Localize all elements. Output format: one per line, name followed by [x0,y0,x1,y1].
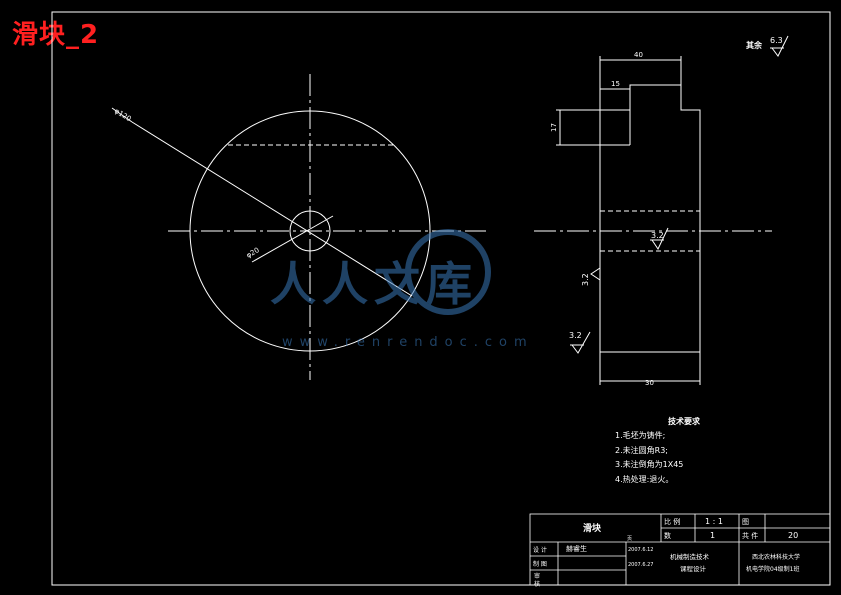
page-title: 滑块_2 [12,20,100,50]
dim-17-label: 17 [550,123,558,132]
roughness-left-symbol [590,267,601,281]
tb-qty-label: 数 [664,531,671,540]
roughness-general-symbol [770,35,789,57]
tb-qty-value: 1 [710,531,715,540]
tech-req-item: 2.未注圆角R3; [615,445,668,455]
dia-large-leader [131,121,413,297]
dia-large-label: φ120 [113,107,132,123]
tb-part-name: 滑块 [583,522,602,534]
roughness-symbols [570,35,789,354]
roughness-left-value: 3.2 [581,273,590,286]
tb-designer: 赫睿生 [566,544,587,553]
watermark-url: www.renrendoc.com [282,335,534,350]
tb-design-label: 设 计 [533,546,547,554]
tb-design-date: 2007.6.12 [628,547,653,553]
tb-sheet-label: 共 件 [742,531,758,540]
dim-30-label: 30 [645,379,654,387]
dim-15-label: 15 [611,80,620,88]
drawing-border [51,11,831,586]
tb-course2: 课程设计 [680,564,707,573]
watermark: 人人文库 www.renrendoc.com [270,229,534,350]
roughness-general-value: 6.3 [770,36,783,45]
front-view [111,74,486,380]
tb-scale-value: 1 : 1 [705,517,723,526]
tb-drawing-no-label: 图 [742,518,749,526]
tb-school: 西北农林科技大学 [752,553,800,561]
dia-large-ext [111,107,133,123]
watermark-brand: 人人文库 [270,257,478,311]
tech-req-heading: 技术要求 [668,416,701,426]
dia-small-leader [251,215,334,263]
roughness-mid-symbol [650,227,669,251]
dim-40-label: 40 [634,51,643,59]
side-outline [559,84,701,353]
tb-class: 机电学院04级制1班 [746,565,799,573]
tech-requirements: 技术要求 1.毛坯为铸件; 2.未注圆角R3; 3.未注倒角为1X45 4.热处… [615,416,701,484]
tb-draw-date: 2007.6.27 [628,562,653,568]
watermark-logo-ring [405,229,491,315]
tech-req-item: 4.热处理:退火。 [615,474,673,484]
tb-scale-label: 比 例 [664,517,680,526]
roughness-bottom-symbol [570,331,591,354]
tb-approve-label: 核 [534,580,540,588]
tech-req-item: 1.毛坯为铸件; [615,430,665,440]
dia-small-label: φ20 [245,246,261,260]
tb-draw-label: 制 图 [533,560,547,568]
tb-sheet-value: 20 [788,531,798,540]
tb-extra: 页 [627,536,632,542]
roughness-bottom-value: 3.2 [569,331,582,340]
roughness-general-label: 其余 [746,40,763,50]
title-block [529,513,831,586]
tb-course: 机械制造技术 [670,552,710,561]
tb-check-label: 审 [534,572,540,580]
tech-req-item: 3.未注倒角为1X45 [615,459,683,469]
side-view [534,56,772,385]
roughness-mid-value: 3.2 [651,231,664,240]
